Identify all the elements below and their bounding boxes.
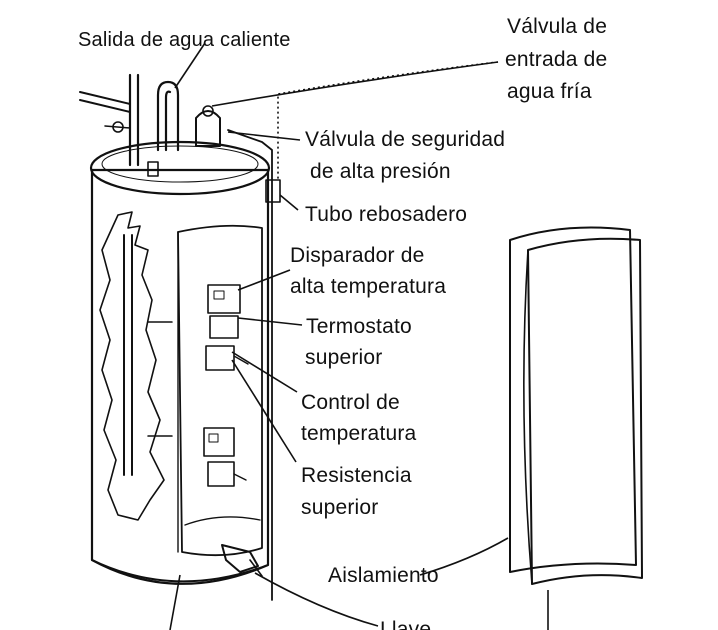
label-safety-valve-2: de alta presión [310,160,451,183]
temp-control-box [205,345,235,371]
label-hot-water-outlet: Salida de agua caliente [78,29,291,51]
overflow-tube [227,129,273,601]
upper-resistance-box [207,461,235,487]
cutaway-window [177,224,263,557]
label-temp-control-2: temperatura [301,422,417,445]
label-cold-water-valve-3: agua fría [507,80,592,103]
label-upper-resistance-1: Resistencia [301,464,412,487]
label-upper-thermostat-2: superior [305,346,382,369]
leader-lines [169,42,549,630]
high-temp-trip-box [207,284,241,314]
labels: Salida de agua caliente Válvula de entra… [78,15,607,630]
label-upper-thermostat-1: Termostato [306,315,412,338]
supply-lines [79,91,131,113]
label-safety-valve-1: Válvula de seguridad [305,128,505,151]
label-upper-resistance-2: superior [301,496,378,519]
label-drain-valve: Llave [380,618,431,630]
upper-thermostat-box [209,315,239,339]
label-high-temp-trip-2: alta temperatura [290,275,446,298]
hot-water-pipe [128,73,140,167]
foam-cutaway [99,211,165,521]
insulation-panel [509,226,643,585]
label-insulation: Aislamiento [328,564,439,587]
label-temp-control-1: Control de [301,391,400,414]
water-heater [79,73,281,601]
lower-thermostat-box [203,427,235,457]
insulation-front [527,237,643,585]
label-high-temp-trip-1: Disparador de [290,244,425,267]
label-cold-water-valve-1: Válvula de [507,15,607,38]
tank-top [89,140,271,196]
label-cold-water-valve-2: entrada de [505,48,607,71]
insulation-back [509,226,637,573]
drain-valve [221,544,259,573]
label-overflow-tube: Tubo rebosadero [305,203,467,226]
